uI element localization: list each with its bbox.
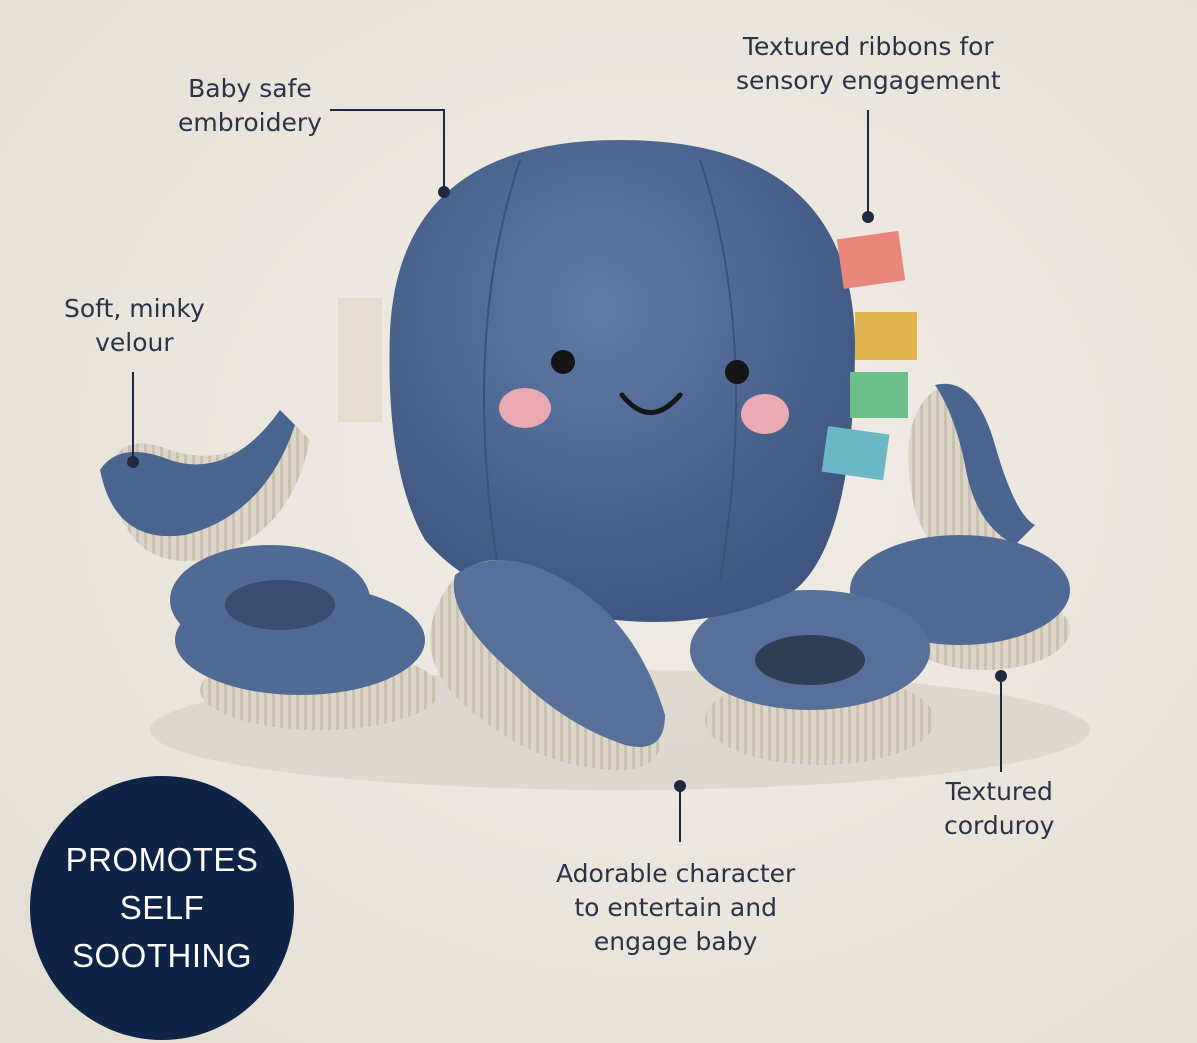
callout-line: sensory engagement (736, 66, 1001, 95)
ribbons (821, 230, 917, 481)
callout-line: to entertain and (574, 893, 777, 922)
callout-character: Adorable character to entertain and enga… (556, 857, 795, 959)
face (499, 350, 789, 434)
callout-line: engage baby (593, 927, 758, 956)
callout-corduroy: Textured corduroy (944, 775, 1054, 843)
callout-line: Baby safe (188, 74, 312, 103)
tentacles (100, 383, 1070, 765)
badge-line: PROMOTES (65, 841, 259, 878)
callout-lines (127, 109, 1007, 842)
callout-ribbons: Textured ribbons for sensory engagement (736, 30, 1001, 98)
callout-line: corduroy (944, 811, 1055, 840)
callout-line: embroidery (178, 108, 322, 137)
callout-line: Soft, minky (64, 294, 205, 323)
callout-velour: Soft, minky velour (64, 292, 205, 360)
brand-tag (338, 298, 382, 422)
callout-line: Textured (945, 777, 1053, 806)
front-tentacles (170, 545, 665, 770)
promo-badge: PROMOTES SELF SOOTHING (30, 776, 294, 1040)
octopus-body (389, 140, 855, 622)
callout-embroidery: Baby safe embroidery (178, 72, 322, 140)
callout-line: Adorable character (556, 859, 796, 888)
badge-line: SELF (119, 889, 205, 926)
callout-line: velour (95, 328, 174, 357)
callout-line: Textured ribbons for (742, 32, 994, 61)
badge-line: SOOTHING (71, 937, 252, 974)
